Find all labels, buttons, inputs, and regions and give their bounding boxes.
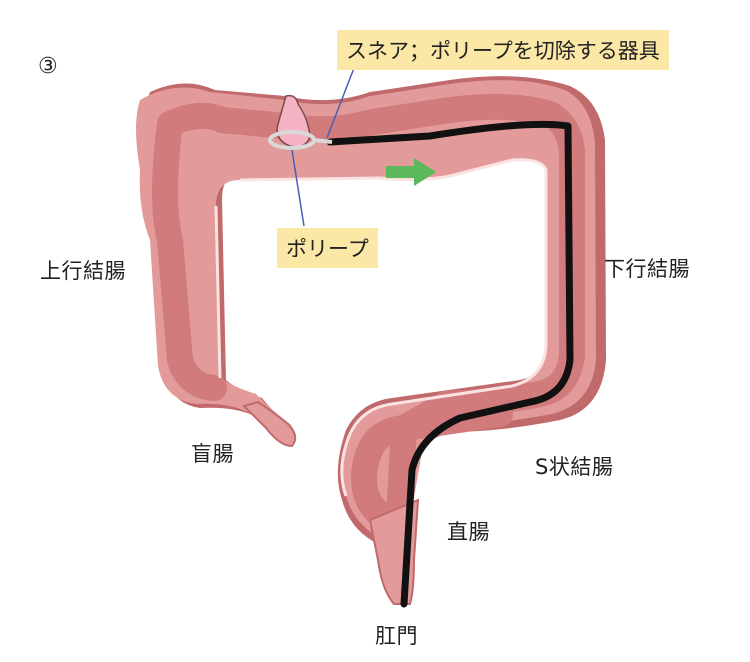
label-sigmoid-colon: S状結腸 bbox=[535, 455, 614, 479]
label-cecum: 盲腸 bbox=[191, 442, 234, 466]
label-rectum: 直腸 bbox=[447, 520, 490, 544]
cecum-appendix bbox=[242, 400, 297, 448]
polyp-callout: ポリープ bbox=[277, 228, 378, 268]
step-number: ③ bbox=[38, 54, 58, 79]
colon-lumen bbox=[152, 93, 585, 533]
label-anus: 肛門 bbox=[375, 624, 418, 648]
snare-callout: スネア；ポリープを切除する器具 bbox=[337, 30, 669, 70]
label-descending-colon: 下行結腸 bbox=[604, 257, 690, 281]
endoscope-line bbox=[326, 120, 574, 608]
polyp-leader-line bbox=[291, 149, 305, 227]
direction-arrow bbox=[386, 158, 436, 186]
colon-inner-edge bbox=[214, 158, 548, 497]
snare-wire bbox=[313, 138, 333, 144]
large-intestine bbox=[136, 76, 606, 605]
label-ascending-colon: 上行結腸 bbox=[40, 259, 126, 283]
snare-leader-line bbox=[326, 67, 355, 139]
